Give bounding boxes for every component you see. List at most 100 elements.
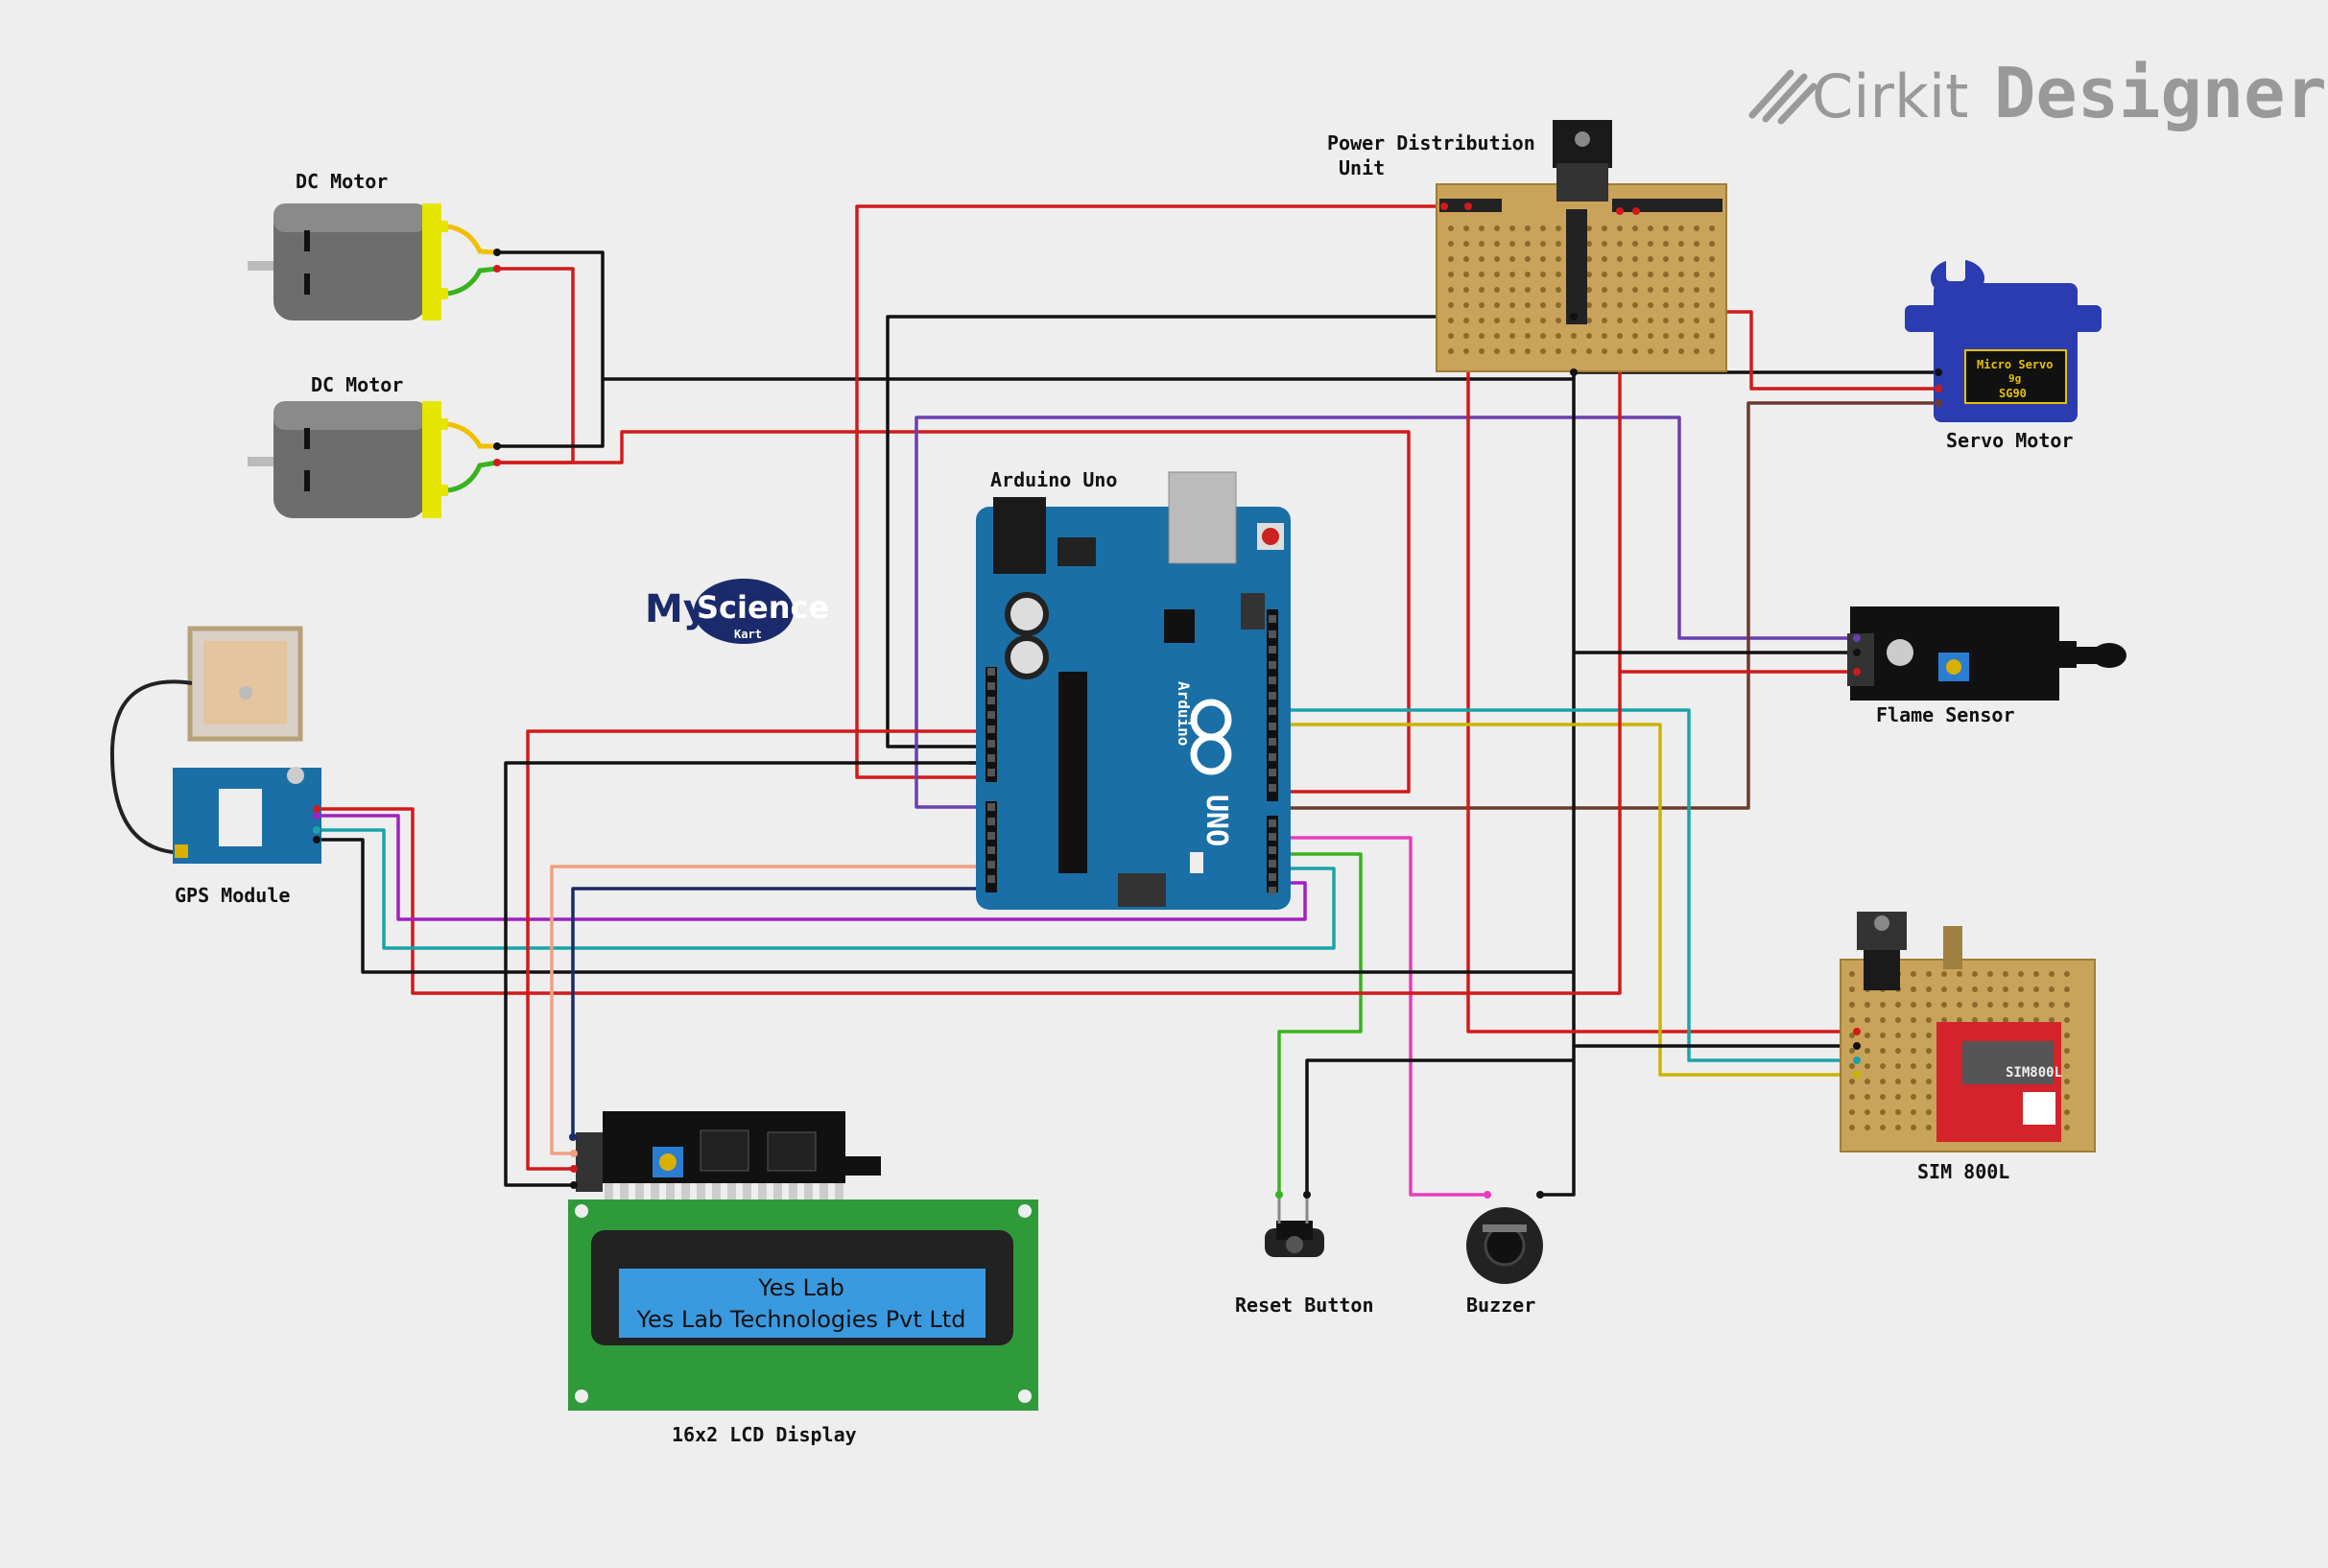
pdu-hole	[1494, 272, 1500, 277]
pdu-hole	[1617, 333, 1623, 339]
pdu-hole	[1540, 302, 1546, 308]
sim-hole	[1880, 1094, 1886, 1100]
sim-hole	[1849, 1109, 1855, 1115]
wires	[317, 204, 1938, 1197]
pdu-hole	[1556, 256, 1561, 262]
label-buzzer: Buzzer	[1466, 1294, 1535, 1317]
cirkit-logo-icon	[1748, 69, 1817, 125]
pdu-hole	[1617, 226, 1623, 231]
pdu-hole	[1586, 272, 1592, 277]
sim-hole	[1880, 1109, 1886, 1115]
pdu-hole	[1540, 333, 1546, 339]
sim-hole	[1895, 1125, 1901, 1130]
label-arduino: Arduino Uno	[990, 468, 1117, 491]
pdu-hole	[1648, 241, 1653, 247]
sim-hole	[1911, 1063, 1916, 1069]
pdu-hole	[1586, 226, 1592, 231]
pdu-hole	[1617, 318, 1623, 323]
pdu-hole	[1663, 241, 1669, 247]
arduino-pin	[1269, 784, 1276, 792]
pdu-hole	[1694, 272, 1699, 277]
arduino-pin	[987, 682, 995, 690]
pdu-hole	[1463, 302, 1469, 308]
pdu-hole	[1556, 302, 1561, 308]
pdu-hole	[1509, 241, 1515, 247]
pdu-hole	[1448, 256, 1454, 262]
flame-sensor	[1847, 606, 2126, 701]
pdu-hole	[1709, 348, 1715, 354]
sim-hole	[1926, 1017, 1932, 1023]
label-pdu-line1: Power Distribution	[1327, 131, 1535, 154]
dc-motor-1	[248, 203, 501, 321]
pdu-hole	[1709, 318, 1715, 323]
pdu-hole	[1632, 256, 1638, 262]
lcd-pin	[820, 1183, 828, 1204]
sim-hole	[1880, 1033, 1886, 1038]
pdu-hole	[1648, 287, 1653, 293]
gps-module	[109, 626, 321, 864]
pdu-hole	[1540, 272, 1546, 277]
sim-hole	[1865, 1063, 1870, 1069]
sim-hole	[2003, 986, 2008, 992]
sim-hole	[2033, 971, 2039, 977]
arduino-pin	[987, 668, 995, 676]
pdu-hole	[1694, 287, 1699, 293]
label-pdu-line2: Unit	[1339, 156, 1385, 179]
sim-hole	[1987, 971, 1993, 977]
pdu-hole	[1602, 226, 1607, 231]
lcd-pin	[666, 1183, 675, 1204]
pdu-hole	[1448, 302, 1454, 308]
sim-hole	[1849, 971, 1855, 977]
pdu-hole	[1463, 256, 1469, 262]
pdu-hole	[1556, 333, 1561, 339]
pdu-hole	[1694, 318, 1699, 323]
buzzer	[1466, 1191, 1544, 1284]
sim-hole	[2049, 1017, 2055, 1023]
sim-hole	[1957, 1017, 1962, 1023]
sim-hole	[2018, 986, 2024, 992]
sim-hole	[1926, 1063, 1932, 1069]
arduino-pin	[987, 832, 995, 840]
pdu-hole	[1663, 287, 1669, 293]
myscience-kart-logo: My Science Kart	[645, 579, 829, 644]
sim-hole	[1865, 1002, 1870, 1008]
arduino-pin	[1269, 692, 1276, 700]
sim-hole	[1895, 1048, 1901, 1054]
sim-hole	[1865, 1109, 1870, 1115]
lcd-pin	[773, 1183, 782, 1204]
sim-hole	[1911, 1079, 1916, 1084]
wire-yellow-sim	[1276, 723, 1857, 1077]
wire-teal-sim	[1276, 708, 1857, 1062]
sim-hole	[1941, 1002, 1947, 1008]
arduino-pin	[1269, 846, 1276, 854]
pdu-hole	[1509, 302, 1515, 308]
pdu-hole	[1479, 302, 1485, 308]
sim-hole	[1987, 1002, 1993, 1008]
sim-hole	[1849, 1017, 1855, 1023]
sim-hole	[2003, 1017, 2008, 1023]
arduino-pin	[1269, 677, 1276, 684]
lcd-header-pins	[605, 1183, 843, 1204]
wire-green-reset	[1276, 852, 1363, 1195]
pdu-hole	[1448, 226, 1454, 231]
pdu-hole	[1494, 287, 1500, 293]
sim-hole	[1972, 1017, 1978, 1023]
pdu-hole	[1709, 272, 1715, 277]
sim-hole	[1895, 1079, 1901, 1084]
pdu-hole	[1525, 333, 1531, 339]
sim-hole	[2018, 971, 2024, 977]
pdu-hole	[1709, 241, 1715, 247]
pdu-hole	[1494, 318, 1500, 323]
pdu-hole	[1709, 287, 1715, 293]
sim-hole	[1849, 1125, 1855, 1130]
pdu-hole	[1571, 333, 1577, 339]
lcd-pin	[727, 1183, 736, 1204]
sim-hole	[2049, 986, 2055, 992]
lcd-pin	[835, 1183, 843, 1204]
arduino-pin-dots	[987, 615, 1276, 894]
arduino-pin	[1269, 615, 1276, 623]
pdu-hole	[1463, 348, 1469, 354]
sim-hole	[1895, 1109, 1901, 1115]
sim-hole	[1880, 1063, 1886, 1069]
